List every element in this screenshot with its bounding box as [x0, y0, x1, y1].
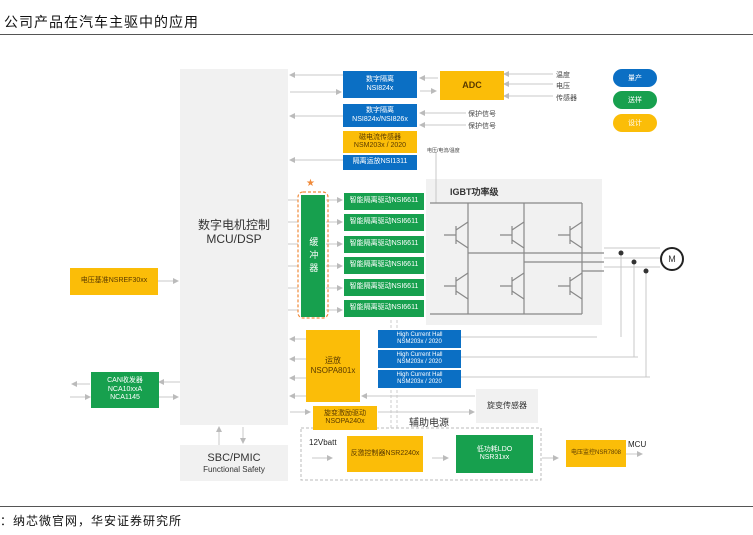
digital-isolator-nsi826x: 数字隔离 NSI824x/NSI826x — [343, 104, 417, 127]
block-line1: 数字隔离 — [366, 107, 394, 115]
hall-line2: NSM203x / 2020 — [397, 379, 442, 385]
isolated-amp-nsi1311: 隔离运放NSI1311 — [343, 155, 417, 170]
title-rule — [0, 34, 753, 35]
block-line2: NSM203x / 2020 — [353, 142, 407, 149]
flyback-controller-block: 反激控制器NSR2240x — [347, 436, 423, 472]
hall-line1: High Current Hall — [396, 371, 443, 378]
voltage-reference-block: 电压基准NSREF30xx — [70, 268, 158, 295]
mcu-output-label: MCU — [628, 440, 647, 449]
block-line1: 磁电流传感器 — [359, 133, 401, 141]
gate-driver-2: 智能隔离驱动NSI6611 — [344, 214, 424, 231]
hall-sensor-3: High Current Hall NSM203x / 2020 — [378, 370, 461, 388]
block-line2: NSI824x — [366, 84, 394, 92]
star-icon: ★ — [306, 178, 315, 189]
block-line1: 隔离运放NSI1311 — [352, 158, 408, 166]
adc-input-sensor: 传感器 — [556, 95, 577, 102]
legend-sampling: 送样 — [613, 91, 657, 109]
magnetic-current-sensor: 磁电流传感器 NSM203x / 2020 — [343, 131, 417, 153]
opamp-line1: 运放 — [325, 356, 341, 366]
hall-sensor-1: High Current Hall NSM203x / 2020 — [378, 330, 461, 348]
digital-isolator-nsi824x: 数字隔离 NSI824x — [343, 71, 417, 98]
ldo-line2: NSR31xx — [479, 454, 510, 461]
gate-driver-5: 智能隔离驱动NSI6611 — [344, 279, 424, 296]
protect-signal-1: 保护信号 — [468, 111, 496, 118]
can-line2: NCA10xxA — [107, 385, 143, 393]
opamp-line2: NSOPA801x — [310, 366, 356, 375]
gate-driver-4: 智能隔离驱动NSI6611 — [344, 257, 424, 274]
legend-mass-production: 量产 — [613, 69, 657, 87]
resolver-driver-block: 旋变激励驱动 NSOPA240x — [313, 406, 377, 430]
adc-input-temperature: 温度 — [556, 72, 570, 79]
aux-power-label: 辅助电源 — [409, 418, 449, 429]
can-transceiver-block: CAN收发器 NCA10xxA NCA1145 — [91, 372, 159, 408]
mcu-title: 数字电机控制 — [197, 217, 270, 232]
figure-title: 公司产品在汽车主驱中的应用 — [4, 15, 199, 31]
hall-line1: High Current Hall — [396, 331, 443, 338]
protect-signal-2: 保护信号 — [468, 123, 496, 130]
gate-driver-6: 智能隔离驱动NSI6611 — [344, 300, 424, 317]
vit-label: 电压/电流/温度 — [427, 148, 460, 154]
hall-sensor-2: High Current Hall NSM203x / 2020 — [378, 350, 461, 368]
resolver-sensor-block: 旋变传感器 — [476, 389, 538, 423]
resolver-line1: 旋变激励驱动 — [324, 409, 366, 417]
source-note: ：纳芯微官网，华安证券研究所 — [0, 514, 183, 528]
source-rule — [0, 506, 753, 507]
block-line2: NSI824x/NSI826x — [352, 115, 408, 123]
mcu-panel: 数字电机控制 MCU/DSP — [180, 69, 288, 425]
buffer-block: 缓冲器 — [301, 195, 325, 317]
ldo-line1: 低功耗LDO — [476, 445, 513, 453]
mcu-subtitle: MCU/DSP — [206, 232, 262, 246]
resolver-line2: NSOPA240x — [325, 418, 365, 425]
hall-line2: NSM203x / 2020 — [397, 359, 442, 365]
gate-driver-3: 智能隔离驱动NSI6611 — [344, 236, 424, 253]
hall-line1: High Current Hall — [396, 351, 443, 358]
igbt-label: IGBT功率级 — [450, 187, 499, 197]
motor-icon: M — [660, 247, 684, 271]
sbc-pmic-box: SBC/PMIC Functional Safety — [180, 445, 288, 481]
opamp-block: 运放 NSOPA801x — [306, 330, 360, 402]
voltage-supervisor-block: 电压监控NSR7808 — [566, 440, 626, 467]
hall-line2: NSM203x / 2020 — [397, 339, 442, 345]
ldo-block: 低功耗LDO NSR31xx — [456, 435, 533, 473]
adc-input-voltage: 电压 — [556, 83, 570, 90]
vbatt-label: 12Vbatt — [309, 438, 337, 447]
can-line1: CAN收发器 — [107, 377, 143, 385]
sbc-subtitle: Functional Safety — [203, 464, 265, 474]
adc-block: ADC — [440, 71, 504, 100]
legend-design: 设计 — [613, 114, 657, 132]
sbc-title: SBC/PMIC — [207, 451, 261, 464]
gate-driver-1: 智能隔离驱动NSI6611 — [344, 193, 424, 210]
block-line1: 数字隔离 — [366, 76, 394, 84]
can-line3: NCA1145 — [110, 394, 140, 402]
